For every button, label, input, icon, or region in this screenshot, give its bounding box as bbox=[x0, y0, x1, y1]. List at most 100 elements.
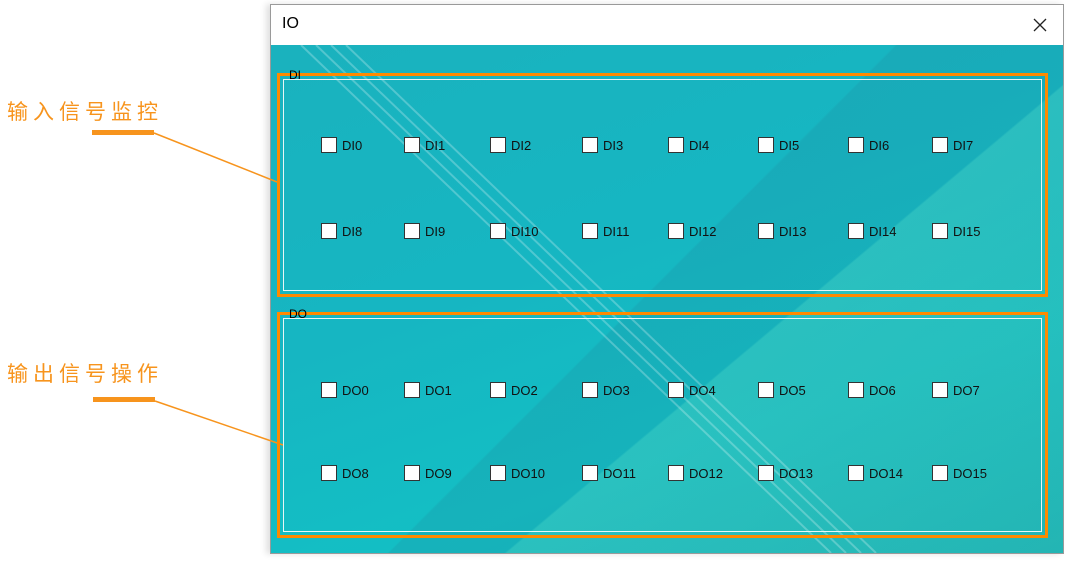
checkbox-label: DI14 bbox=[869, 223, 897, 239]
annotation-underline bbox=[92, 130, 154, 135]
checkbox-label: DO7 bbox=[953, 382, 980, 398]
do-checkbox-0[interactable]: DO0 bbox=[321, 382, 369, 398]
annotation-underline bbox=[93, 397, 155, 402]
checkbox-box[interactable] bbox=[490, 465, 506, 481]
do-checkbox-13[interactable]: DO13 bbox=[758, 465, 813, 481]
checkbox-box[interactable] bbox=[758, 382, 774, 398]
di-checkbox-0[interactable]: DI0 bbox=[321, 137, 362, 153]
checkbox-label: DI9 bbox=[425, 223, 446, 239]
checkbox-box[interactable] bbox=[668, 382, 684, 398]
checkbox-box[interactable] bbox=[321, 137, 337, 153]
checkbox-label: DO3 bbox=[603, 382, 630, 398]
checkbox-box[interactable] bbox=[404, 382, 420, 398]
checkbox-box[interactable] bbox=[758, 137, 774, 153]
checkbox-box[interactable] bbox=[404, 137, 420, 153]
di-checkbox-2[interactable]: DI2 bbox=[490, 137, 531, 153]
checkbox-box[interactable] bbox=[582, 465, 598, 481]
do-checkbox-7[interactable]: DO7 bbox=[932, 382, 980, 398]
do-checkbox-6[interactable]: DO6 bbox=[848, 382, 896, 398]
di-checkbox-1[interactable]: DI1 bbox=[404, 137, 445, 153]
checkbox-box[interactable] bbox=[404, 465, 420, 481]
di-checkbox-14[interactable]: DI14 bbox=[848, 223, 896, 239]
di-checkbox-6[interactable]: DI6 bbox=[848, 137, 889, 153]
checkbox-label: DO1 bbox=[425, 382, 452, 398]
close-button[interactable] bbox=[1017, 5, 1063, 45]
do-checkbox-10[interactable]: DO10 bbox=[490, 465, 545, 481]
checkbox-box[interactable] bbox=[582, 382, 598, 398]
di-checkbox-15[interactable]: DI15 bbox=[932, 223, 980, 239]
checkbox-box[interactable] bbox=[848, 382, 864, 398]
checkbox-box[interactable] bbox=[932, 465, 948, 481]
do-checkbox-1[interactable]: DO1 bbox=[404, 382, 452, 398]
di-groupbox-border bbox=[283, 79, 1042, 291]
checkbox-box[interactable] bbox=[932, 382, 948, 398]
checkbox-box[interactable] bbox=[321, 465, 337, 481]
di-checkbox-13[interactable]: DI13 bbox=[758, 223, 806, 239]
window-title: IO bbox=[282, 15, 299, 32]
di-checkbox-11[interactable]: DI11 bbox=[582, 223, 630, 239]
checkbox-box[interactable] bbox=[404, 223, 420, 239]
checkbox-label: DI10 bbox=[511, 223, 539, 239]
do-checkbox-15[interactable]: DO15 bbox=[932, 465, 987, 481]
checkbox-label: DI1 bbox=[425, 137, 446, 153]
checkbox-label: DO4 bbox=[689, 382, 716, 398]
checkbox-label: DI0 bbox=[342, 137, 363, 153]
di-checkbox-5[interactable]: DI5 bbox=[758, 137, 799, 153]
di-checkbox-3[interactable]: DI3 bbox=[582, 137, 623, 153]
di-group-label: DI bbox=[289, 68, 301, 82]
close-icon bbox=[1033, 18, 1047, 32]
checkbox-box[interactable] bbox=[490, 223, 506, 239]
checkbox-box[interactable] bbox=[932, 223, 948, 239]
checkbox-box[interactable] bbox=[668, 137, 684, 153]
checkbox-box[interactable] bbox=[668, 465, 684, 481]
do-checkbox-8[interactable]: DO8 bbox=[321, 465, 369, 481]
checkbox-box[interactable] bbox=[848, 137, 864, 153]
checkbox-label: DI6 bbox=[869, 137, 890, 153]
checkbox-box[interactable] bbox=[758, 223, 774, 239]
checkbox-label: DI4 bbox=[689, 137, 710, 153]
checkbox-label: DO15 bbox=[953, 465, 987, 481]
title-bar: IO bbox=[271, 5, 1063, 45]
do-checkbox-9[interactable]: DO9 bbox=[404, 465, 452, 481]
do-checkbox-12[interactable]: DO12 bbox=[668, 465, 723, 481]
do-checkbox-3[interactable]: DO3 bbox=[582, 382, 630, 398]
do-checkbox-14[interactable]: DO14 bbox=[848, 465, 903, 481]
di-checkbox-4[interactable]: DI4 bbox=[668, 137, 709, 153]
di-checkbox-12[interactable]: DI12 bbox=[668, 223, 716, 239]
checkbox-box[interactable] bbox=[932, 137, 948, 153]
checkbox-box[interactable] bbox=[582, 223, 598, 239]
checkbox-label: DO11 bbox=[603, 465, 636, 481]
checkbox-box[interactable] bbox=[848, 465, 864, 481]
checkbox-box[interactable] bbox=[490, 137, 506, 153]
checkbox-box[interactable] bbox=[321, 223, 337, 239]
do-checkbox-2[interactable]: DO2 bbox=[490, 382, 538, 398]
checkbox-box[interactable] bbox=[582, 137, 598, 153]
checkbox-label: DO0 bbox=[342, 382, 369, 398]
annotation-output-operate: 输出信号操作 bbox=[7, 362, 163, 386]
di-checkbox-7[interactable]: DI7 bbox=[932, 137, 973, 153]
do-checkbox-5[interactable]: DO5 bbox=[758, 382, 806, 398]
checkbox-box[interactable] bbox=[758, 465, 774, 481]
di-checkbox-8[interactable]: DI8 bbox=[321, 223, 362, 239]
do-groupbox-border bbox=[283, 318, 1042, 532]
checkbox-box[interactable] bbox=[848, 223, 864, 239]
checkbox-box[interactable] bbox=[668, 223, 684, 239]
do-checkbox-4[interactable]: DO4 bbox=[668, 382, 716, 398]
checkbox-box[interactable] bbox=[490, 382, 506, 398]
checkbox-box[interactable] bbox=[321, 382, 337, 398]
di-checkbox-9[interactable]: DI9 bbox=[404, 223, 445, 239]
checkbox-label: DO12 bbox=[689, 465, 723, 481]
checkbox-label: DI2 bbox=[511, 137, 532, 153]
checkbox-label: DI13 bbox=[779, 223, 807, 239]
checkbox-label: DO2 bbox=[511, 382, 538, 398]
checkbox-label: DO8 bbox=[342, 465, 369, 481]
do-checkbox-11[interactable]: DO11 bbox=[582, 465, 636, 481]
checkbox-label: DO10 bbox=[511, 465, 545, 481]
checkbox-label: DO9 bbox=[425, 465, 452, 481]
di-checkbox-10[interactable]: DI10 bbox=[490, 223, 538, 239]
